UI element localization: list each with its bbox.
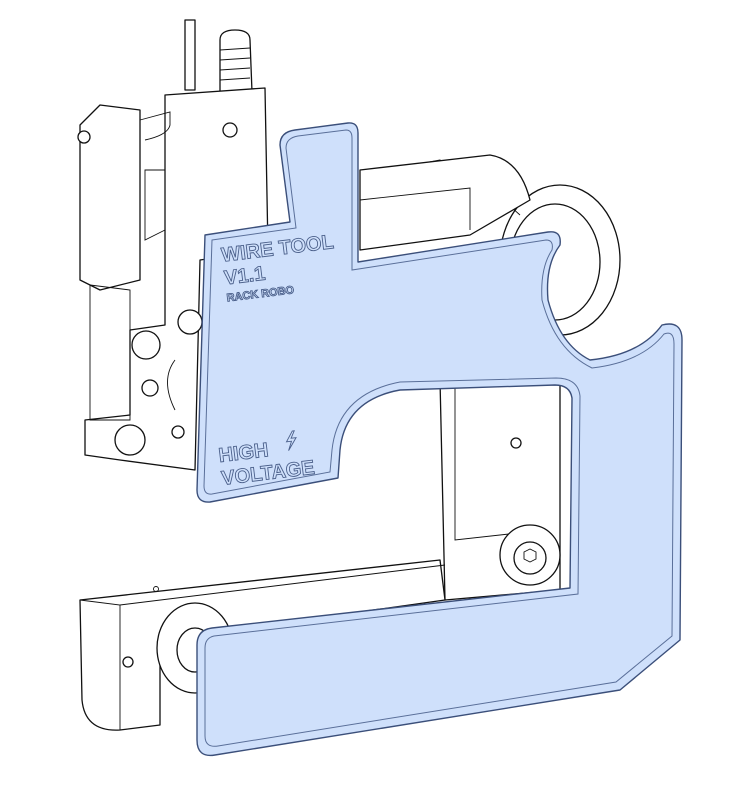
lightning-icon bbox=[285, 430, 297, 451]
plate-version: V1.1 bbox=[223, 263, 267, 290]
extruder-block bbox=[77, 19, 269, 471]
c-frame bbox=[439, 374, 561, 601]
wire-tool-plate bbox=[196, 122, 683, 757]
